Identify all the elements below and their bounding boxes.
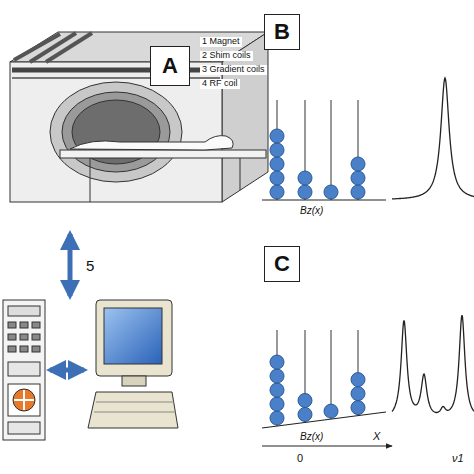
spin-ball — [270, 171, 284, 185]
part-label: 3 Gradient coils — [200, 65, 267, 75]
x-axis — [262, 445, 392, 446]
spin-ball — [270, 185, 284, 199]
spin-ball — [351, 401, 365, 415]
spin-ball — [351, 171, 365, 185]
callout-number: 5 — [86, 258, 94, 275]
panel-label-box: C — [264, 246, 300, 282]
spin-ball — [270, 157, 284, 171]
axis-origin: 0 — [297, 452, 303, 464]
double-arrow — [50, 368, 84, 373]
spectrum — [392, 315, 474, 412]
axis-label: Bz(x) — [300, 431, 323, 442]
spin-ball — [298, 171, 312, 185]
spin-ball — [298, 185, 312, 199]
spin-ball — [351, 373, 365, 387]
axis-label: Bz(x) — [300, 205, 323, 216]
computer — [88, 300, 178, 428]
spin-ball — [351, 157, 365, 171]
spin-stacks — [270, 100, 365, 200]
spectrum — [392, 78, 474, 199]
double-arrow — [68, 234, 73, 296]
spin-ball — [298, 393, 312, 407]
spin-ball — [324, 404, 338, 418]
console-cabinet — [3, 300, 45, 440]
spin-ball — [270, 143, 284, 157]
panel-letter: B — [274, 21, 290, 43]
spin-ball — [324, 185, 338, 199]
spin-stacks — [270, 330, 365, 426]
spin-ball — [270, 369, 284, 383]
spin-ball — [270, 129, 284, 143]
panel-letter: C — [274, 253, 290, 275]
spin-ball — [270, 411, 284, 425]
spin-ball — [351, 387, 365, 401]
axis-label: X — [373, 430, 380, 442]
part-label: 1 Magnet — [200, 37, 242, 47]
part-label: 2 Shim coils — [200, 51, 253, 61]
spin-ball — [270, 355, 284, 369]
mri-scanner — [10, 32, 268, 202]
part-label: 4 RF coil — [200, 79, 240, 89]
spin-ball — [270, 383, 284, 397]
spin-ball — [270, 397, 284, 411]
field-line — [262, 199, 386, 200]
spin-ball — [351, 185, 365, 199]
panel-label-box: B — [264, 14, 300, 50]
gradient-line — [262, 412, 386, 428]
panel-label-box: A — [150, 46, 190, 86]
panel-letter: A — [162, 55, 178, 77]
frequency-label: ν1 — [452, 452, 464, 464]
spin-ball — [298, 407, 312, 421]
